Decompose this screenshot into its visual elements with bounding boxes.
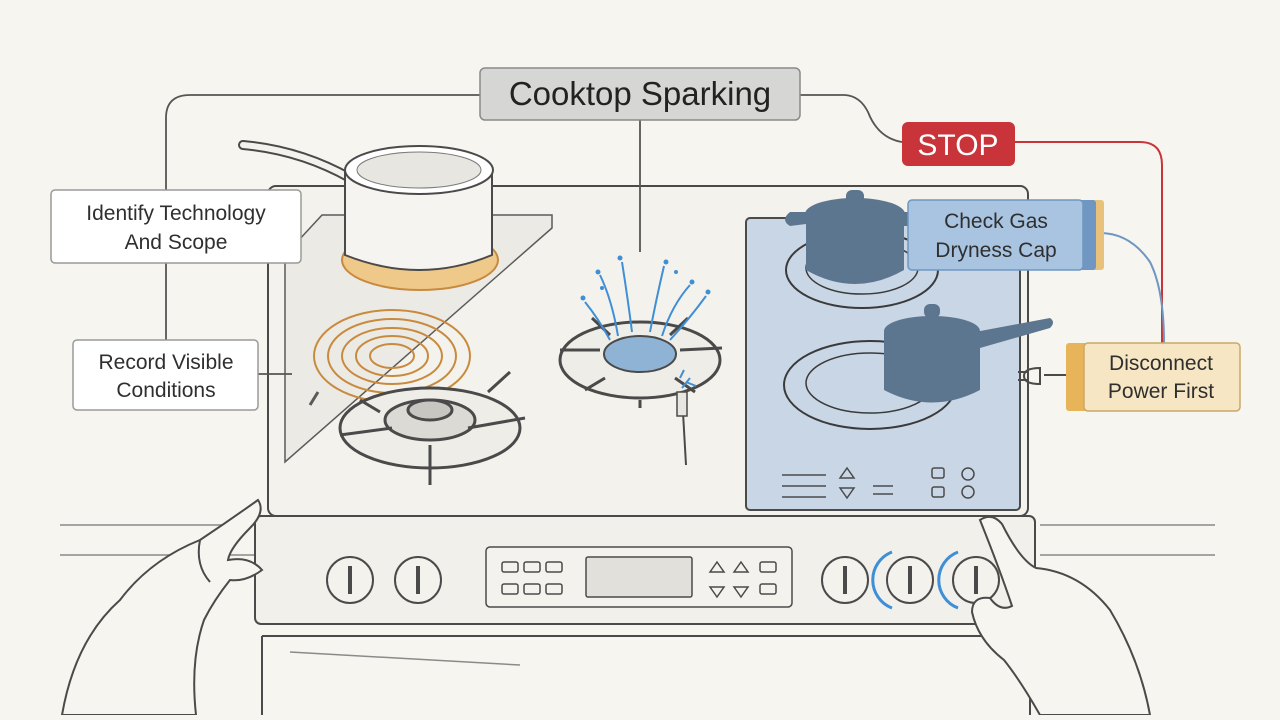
induction-panel [745,190,1053,511]
sparking-gas-burner [558,255,723,466]
record-line-1: Record Visible [98,351,233,374]
title-text: Cooktop Sparking [509,75,771,112]
disconnect-label: Disconnect Power First [1066,342,1241,412]
disconnect-line-1: Disconnect [1109,352,1213,375]
disconnect-line-2: Power First [1108,380,1214,403]
plug-icon [1018,366,1070,386]
identify-label: Identify Technology And Scope [50,189,302,264]
connector-lines [165,94,1165,386]
gas-burner-lower [338,370,526,485]
control-knobs [326,550,1000,610]
induction-controls [782,466,975,500]
spark-lines [584,261,707,389]
title-label: Cooktop Sparking [479,67,801,121]
record-line-2: Conditions [116,379,215,402]
saucepan-left [238,140,499,291]
connector-title-to-left [165,94,480,190]
stop-label: STOP [902,122,1015,166]
oven-door [261,635,1031,715]
hand-left [60,498,264,716]
connector-stop-to-disconnect [1015,141,1163,343]
record-label: Record Visible Conditions [72,339,259,411]
identify-line-1: Identify Technology [86,202,266,225]
pot-dark-lower [884,304,1053,403]
pot-dark-upper [785,190,924,284]
connector-title-to-stop [800,94,903,143]
check-line-2: Dryness Cap [935,239,1056,262]
display-panel [485,546,793,608]
check-label: Check Gas Dryness Cap [907,199,1104,271]
identify-line-2: And Scope [125,231,228,254]
stop-text: STOP [917,129,998,162]
check-line-1: Check Gas [944,210,1048,233]
hand-right [970,515,1152,716]
connector-check-to-disconnect [1099,232,1165,344]
